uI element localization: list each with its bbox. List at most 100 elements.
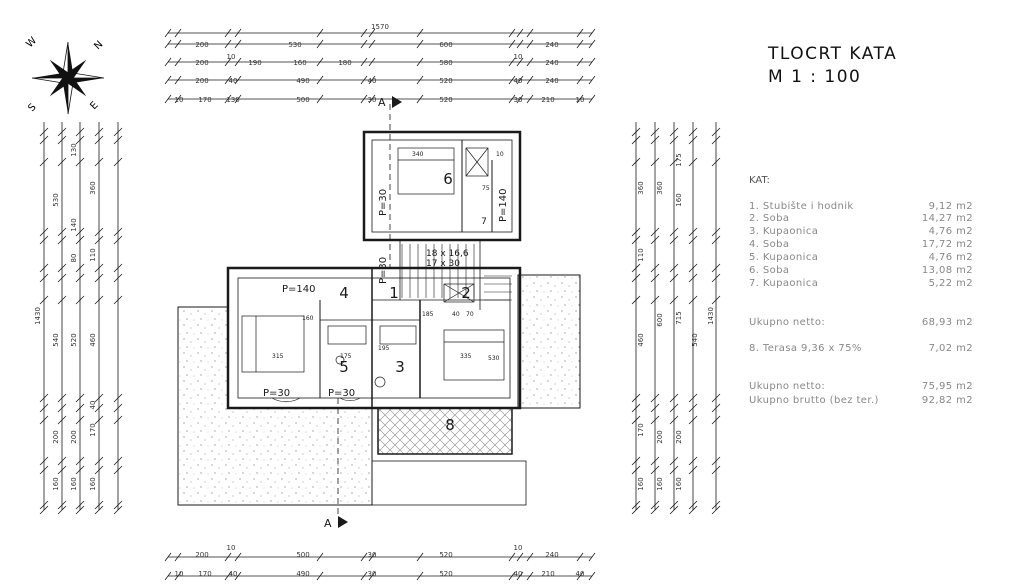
dimension-tick xyxy=(75,127,85,137)
dimension-tick xyxy=(94,263,104,273)
dimension-tick xyxy=(688,505,698,515)
dim-top: 10 xyxy=(227,53,236,61)
dimension-tick xyxy=(631,393,641,403)
dimension-tick xyxy=(688,295,698,305)
dim-inner: 10 xyxy=(496,151,504,158)
dimension-tick xyxy=(224,57,232,67)
dimension-tick xyxy=(57,505,67,515)
dimension-tick xyxy=(113,127,123,137)
dimension-tick xyxy=(669,456,679,466)
shower xyxy=(443,283,475,303)
compass-e: E xyxy=(88,100,100,112)
room-number-6: 6 xyxy=(443,170,453,188)
room-number-4: 4 xyxy=(339,284,349,302)
dim-inner: 315 xyxy=(272,353,284,360)
dim-right: 600 xyxy=(656,313,664,326)
dim-bottom: 520 xyxy=(439,570,452,578)
dimension-tick xyxy=(669,127,679,137)
legend-label: 1. Stubište i hodnik xyxy=(749,201,854,212)
dimension-tick xyxy=(113,403,123,413)
dimension-tick xyxy=(39,295,49,305)
dimension-tick xyxy=(113,456,123,466)
dim-left: 460 xyxy=(89,333,97,346)
dimension-tick xyxy=(631,263,641,273)
legend-label: 6. Soba xyxy=(749,265,790,276)
label-p30: P=30 xyxy=(328,388,355,399)
dim-top-total: 1570 xyxy=(371,23,389,31)
dimension-tick xyxy=(588,552,596,562)
dimension-tick xyxy=(669,465,679,475)
dimension-tick xyxy=(360,57,368,67)
dim-bottom: 30 xyxy=(368,570,377,578)
dimension-tick xyxy=(711,500,721,510)
legend-value: 92,82 m2 xyxy=(921,395,973,406)
legend-value: 68,93 m2 xyxy=(921,317,973,328)
dimension-tick xyxy=(360,552,368,562)
dimension-tick xyxy=(113,157,123,167)
dim-inner: 70 xyxy=(466,311,474,318)
dimension-tick xyxy=(57,295,67,305)
dimension-tick xyxy=(94,403,104,413)
dimension-tick xyxy=(508,57,516,67)
dimension-tick xyxy=(688,415,698,425)
legend-label: Ukupno netto: xyxy=(749,381,826,392)
legend-label: 3. Kupaonica xyxy=(749,226,819,237)
dimension-tick xyxy=(57,135,67,145)
dimension-tick xyxy=(576,94,584,104)
dim-top: 580 xyxy=(439,59,452,67)
room-number-3: 3 xyxy=(395,358,405,376)
dim-bottom: 30 xyxy=(368,551,377,559)
bottom-dimension-lines xyxy=(164,552,596,581)
dimension-tick xyxy=(688,273,698,283)
dimension-tick xyxy=(688,263,698,273)
dim-inner: 185 xyxy=(422,311,434,318)
dim-left: 200 xyxy=(70,430,78,443)
dim-left: 160 xyxy=(52,477,60,490)
dimension-tick xyxy=(368,75,376,85)
dimension-tick xyxy=(576,39,584,49)
dim-top: 530 xyxy=(288,41,301,49)
dim-bottom: 520 xyxy=(439,551,452,559)
dim-top: 160 xyxy=(293,59,306,67)
dimension-tick xyxy=(631,505,641,515)
dim-top: 180 xyxy=(338,59,351,67)
dimension-tick xyxy=(711,295,721,305)
dim-top: 170 xyxy=(198,96,211,104)
legend-value: 4,76 m2 xyxy=(928,226,973,237)
drawing-scale: M 1 : 100 xyxy=(768,67,862,87)
dim-top: 130 xyxy=(226,96,239,104)
dim-left: 360 xyxy=(89,181,97,194)
dimension-tick xyxy=(75,393,85,403)
dim-inner: 530 xyxy=(488,355,500,362)
dim-right: 160 xyxy=(656,477,664,490)
legend-label: 7. Kupaonica xyxy=(749,278,819,289)
dimension-tick xyxy=(416,571,424,581)
dim-inner: 160 xyxy=(302,315,314,322)
dimension-tick xyxy=(164,571,172,581)
dimension-tick xyxy=(75,273,85,283)
bed xyxy=(397,147,455,195)
dimension-tick xyxy=(631,227,641,237)
dimension-tick xyxy=(75,403,85,413)
dimension-tick xyxy=(576,571,584,581)
dimension-tick xyxy=(516,28,524,38)
dim-right: 715 xyxy=(675,311,683,324)
dimension-tick xyxy=(669,227,679,237)
dimension-tick xyxy=(416,94,424,104)
label-p30: P=30 xyxy=(378,257,389,284)
dimension-tick xyxy=(631,273,641,283)
dim-right: 360 xyxy=(637,181,645,194)
dimension-tick xyxy=(368,28,376,38)
toilet xyxy=(374,376,386,388)
dim-top: 500 xyxy=(296,96,309,104)
dim-left: 540 xyxy=(52,333,60,346)
dimension-tick xyxy=(57,403,67,413)
dimension-tick xyxy=(316,552,324,562)
right-dimension-lines xyxy=(631,122,721,515)
drawing-title: TLOCRT KATA xyxy=(768,44,898,64)
dimension-tick xyxy=(650,505,660,515)
bathtub xyxy=(327,325,367,345)
compass-n: N xyxy=(92,39,105,52)
dimension-tick xyxy=(650,227,660,237)
dimension-tick xyxy=(516,571,524,581)
